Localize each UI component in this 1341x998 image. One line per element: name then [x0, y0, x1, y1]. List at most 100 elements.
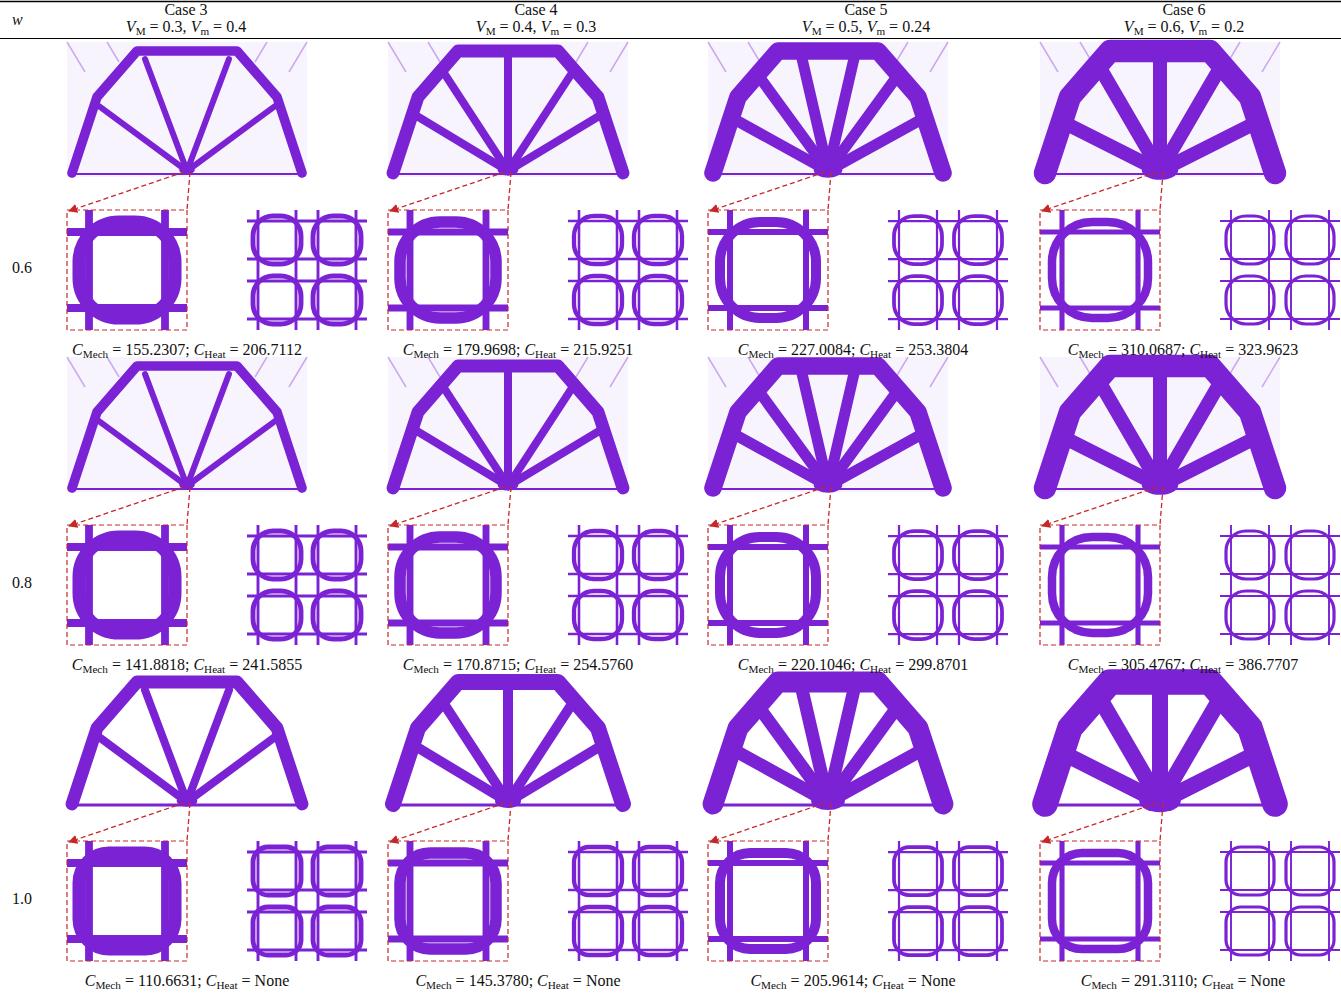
faint-branch	[428, 357, 440, 377]
faint-density	[708, 357, 948, 492]
arch-member	[1045, 682, 1275, 804]
unit-cell	[307, 270, 367, 330]
unit-cell	[888, 525, 948, 585]
unit-cell	[1220, 525, 1280, 585]
faint-branch	[748, 42, 760, 62]
cell-ring	[634, 276, 682, 324]
zoom-panel	[1040, 525, 1160, 645]
zoom-panel	[67, 841, 187, 961]
spoke-member	[145, 59, 187, 171]
spoke-member	[828, 116, 927, 171]
spoke-member	[508, 744, 605, 803]
compliance-value: CMech = 110.6631; CHeat = None	[85, 972, 290, 990]
spoke-member	[187, 734, 279, 802]
arch-member	[1045, 366, 1275, 488]
cell-ring	[720, 222, 816, 318]
unit-cell	[568, 210, 628, 270]
cell-ring	[634, 531, 682, 579]
hub	[814, 477, 843, 492]
spoke-member	[444, 73, 508, 171]
unit-cell	[948, 525, 1008, 585]
cell-ring	[634, 216, 682, 264]
unit-cell	[307, 525, 367, 585]
cell-ring	[894, 216, 942, 264]
faint-branch	[896, 42, 908, 62]
cell-bar	[1328, 525, 1330, 585]
cell-ring	[574, 847, 622, 895]
faint-branch	[255, 357, 267, 377]
cell-ring	[1052, 537, 1148, 633]
cell-bar	[1220, 535, 1280, 537]
compliance-value: CMech = 141.8818; CHeat = 241.5855	[72, 656, 302, 674]
arch-member	[72, 366, 302, 488]
cell-ring	[720, 853, 816, 949]
cell-ring	[1286, 847, 1334, 895]
cell-bar	[1280, 633, 1340, 635]
compliance-value: CMech = 305.4767; CHeat = 386.7707	[1068, 656, 1298, 674]
arch-member	[713, 51, 943, 173]
faint-branch	[1262, 357, 1280, 387]
case-title: Case 3	[164, 1, 207, 19]
faint-density	[67, 42, 307, 177]
cell-bar	[1220, 633, 1280, 635]
cell-ring	[1226, 531, 1274, 579]
spoke-member	[828, 747, 927, 802]
spoke-member	[504, 367, 512, 486]
zoom-arrow	[710, 803, 825, 842]
cell-ring	[1286, 591, 1334, 639]
faint-branch	[708, 42, 726, 72]
cell-bar	[948, 258, 1008, 260]
cell-bar	[898, 210, 900, 270]
arch-member	[713, 682, 943, 804]
cell-ring	[1226, 907, 1274, 955]
zoom-arrow	[710, 172, 825, 211]
compliance-value: CMech = 310.0687; CHeat = 323.9623	[1068, 341, 1298, 359]
zoom-leader	[508, 487, 511, 525]
zoom-arrow	[1042, 172, 1157, 211]
spoke-member	[444, 704, 508, 802]
arch-member	[393, 51, 623, 173]
unit-cell	[888, 270, 948, 330]
cell-bar	[888, 573, 948, 575]
spoke-member	[508, 428, 605, 487]
arch-member	[1045, 51, 1275, 173]
bridge-design	[388, 357, 628, 492]
zoom-panel	[388, 525, 508, 645]
unit-cell	[307, 210, 367, 270]
spoke-member	[187, 418, 279, 486]
unit-cell	[708, 841, 828, 961]
cell-bar	[958, 270, 960, 330]
cell-bar	[948, 535, 1008, 537]
unit-cell	[247, 270, 307, 330]
spoke-member	[503, 683, 513, 802]
case-title: Case 4	[514, 1, 557, 19]
cell-bar	[1328, 585, 1330, 645]
zoom-panel	[388, 841, 508, 961]
faint-branch	[107, 42, 119, 62]
cell-ring	[1052, 222, 1148, 318]
cell-bar	[1268, 270, 1270, 330]
zoom-arrow	[710, 487, 825, 526]
faint-branch	[930, 357, 948, 387]
cell-ring	[400, 222, 496, 318]
cell-bar	[1280, 535, 1340, 537]
cell-ring	[313, 591, 361, 639]
bridge-design	[708, 357, 948, 493]
unit-cell	[1220, 841, 1280, 901]
faint-branch	[388, 357, 406, 387]
cell-array	[888, 841, 1008, 961]
hub	[811, 792, 845, 810]
arch-member	[72, 682, 302, 804]
zoom-leader	[187, 487, 190, 525]
zoom-panel	[67, 210, 187, 330]
cell-ring	[1052, 853, 1148, 949]
unit-cell	[1220, 210, 1280, 270]
bridge-design	[67, 42, 307, 177]
cell-bar	[1220, 595, 1280, 597]
volume-fraction: VM = 0.4, Vm = 0.3	[476, 18, 596, 36]
zoom-arrow	[69, 487, 184, 526]
cell-array	[247, 841, 367, 961]
cell-ring	[954, 216, 1002, 264]
unit-cell	[948, 901, 1008, 961]
